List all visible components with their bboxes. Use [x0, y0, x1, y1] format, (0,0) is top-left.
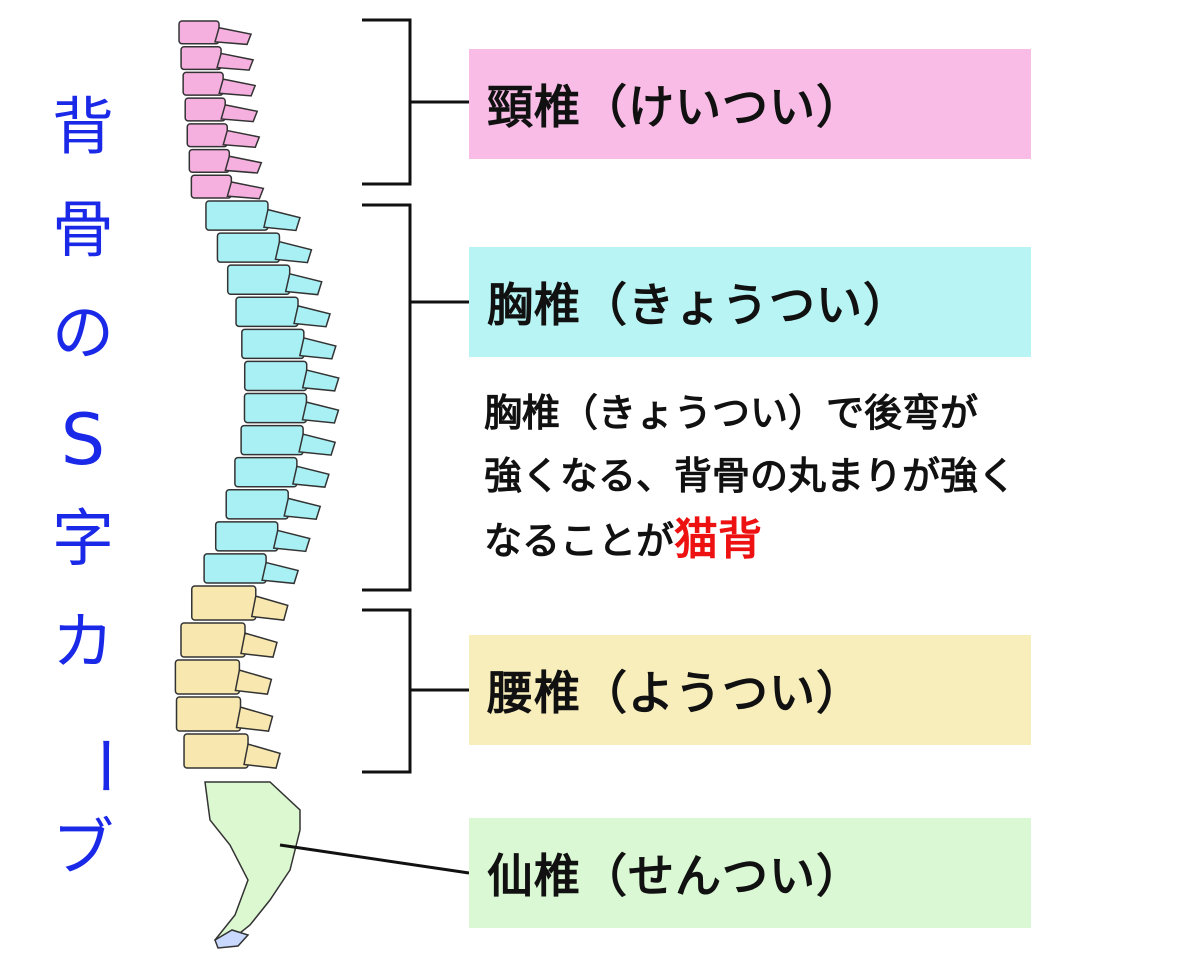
title-char: 背: [51, 90, 114, 163]
thoracic-vertebra-process: [284, 272, 323, 296]
thoracic-vertebra-body: [216, 232, 281, 263]
lumbar-vertebra-process: [234, 669, 273, 695]
cervical-vertebra-body: [186, 123, 229, 148]
description-line-1: 胸椎（きょうつい）で後弯が: [484, 391, 979, 435]
lumbar-vertebra-body: [191, 585, 257, 621]
cervical-vertebra-process: [218, 78, 257, 97]
cervical-vertebra-body: [184, 97, 226, 122]
thoracic-vertebra-body: [203, 553, 267, 584]
thoracic-vertebra-body: [214, 521, 279, 552]
thoracic-vertebra-process: [301, 369, 340, 392]
lumbar-vertebra-body: [175, 696, 242, 732]
lumbar-label-text: 腰椎（ようつい）: [487, 666, 863, 720]
cervical-label-text: 頸椎（けいつい）: [487, 80, 863, 134]
thoracic-vertebra-body: [243, 392, 308, 424]
title-char: S: [60, 399, 106, 481]
thoracic-vertebra-process: [301, 401, 340, 424]
lumbar-label: 腰椎（ようつい）: [469, 635, 1031, 745]
lumbar-vertebra-body: [183, 733, 249, 769]
sacrum: [204, 781, 301, 946]
thoracic-vertebra-process: [263, 208, 301, 232]
title-char: 字: [51, 502, 114, 575]
thoracic-bracket: [362, 203, 469, 592]
sacral-label-text: 仙椎（せんつい）: [487, 849, 863, 903]
lumbar-vertebra-body: [174, 659, 241, 695]
thoracic-vertebra-body: [243, 360, 308, 392]
thoracic-vertebra-body: [225, 489, 289, 520]
thoracic-label-text: 胸椎（きょうつい）: [487, 278, 910, 332]
thoracic-vertebra-body: [205, 200, 269, 231]
thoracic-vertebra-process: [298, 433, 337, 456]
thoracic-vertebra-process: [272, 529, 311, 553]
lumbar-vertebra-process: [235, 706, 274, 732]
description: 胸椎（きょうつい）で後弯が 強くなる、背骨の丸まりが強く なることが猫背: [484, 382, 1184, 573]
cervical-vertebra-process: [220, 103, 259, 123]
description-line-3: なることが猫背: [484, 508, 1184, 573]
lumbar-vertebra-process: [250, 595, 289, 621]
cervical-vertebra-body: [190, 174, 233, 199]
thoracic-label: 胸椎（きょうつい）: [469, 247, 1031, 357]
thoracic-vertebra-process: [298, 337, 337, 360]
cervical-vertebra-process: [216, 52, 255, 71]
title-char: の: [51, 296, 114, 369]
cervical-vertebra-process: [226, 181, 265, 200]
thoracic-vertebra-process: [293, 304, 331, 328]
thoracic-vertebra-body: [226, 264, 291, 295]
highlight-word: 猫背: [674, 514, 763, 565]
brackets: [279, 18, 470, 875]
lumbar-vertebra-process: [240, 632, 278, 658]
lumbar-vertebra-process: [243, 743, 281, 769]
cervical-bracket: [362, 18, 469, 186]
title-char: ブ: [51, 811, 114, 884]
sacral-connector: [279, 843, 470, 875]
sacral-label: 仙椎（せんつい）: [469, 818, 1031, 928]
thoracic-vertebra-body: [241, 328, 305, 360]
lumbar-vertebra-body: [180, 622, 246, 658]
cervical-vertebra-body: [182, 71, 224, 96]
thoracic-vertebra-process: [274, 240, 313, 264]
title-char: カ: [51, 605, 114, 678]
title-char: 骨: [51, 193, 114, 266]
cervical-vertebra-process: [224, 155, 263, 174]
cervical-vertebra-body: [188, 148, 231, 174]
description-line-2: 強くなる、背骨の丸まりが強く: [484, 454, 1017, 498]
description-line-3-prefix: なることが: [484, 519, 675, 563]
thoracic-vertebra-process: [291, 465, 330, 488]
thoracic-vertebra-body: [240, 424, 304, 456]
lumbar-bracket: [362, 608, 469, 774]
thoracic-vertebra-body: [235, 296, 299, 328]
cervical-label: 頸椎（けいつい）: [469, 49, 1031, 159]
vertical-title: 背 骨 の S 字 カ ー ブ: [38, 90, 141, 920]
thoracic-vertebra-body: [234, 456, 298, 488]
thoracic-vertebra-process: [283, 497, 322, 521]
cervical-vertebra-body: [180, 45, 222, 71]
cervical-vertebra-body: [178, 20, 220, 45]
thoracic-vertebra-process: [261, 561, 300, 585]
cervical-vertebra-process: [222, 129, 261, 149]
vertebrae-group: [174, 20, 340, 949]
coccyx: [214, 929, 250, 949]
cervical-vertebra-process: [214, 26, 253, 46]
